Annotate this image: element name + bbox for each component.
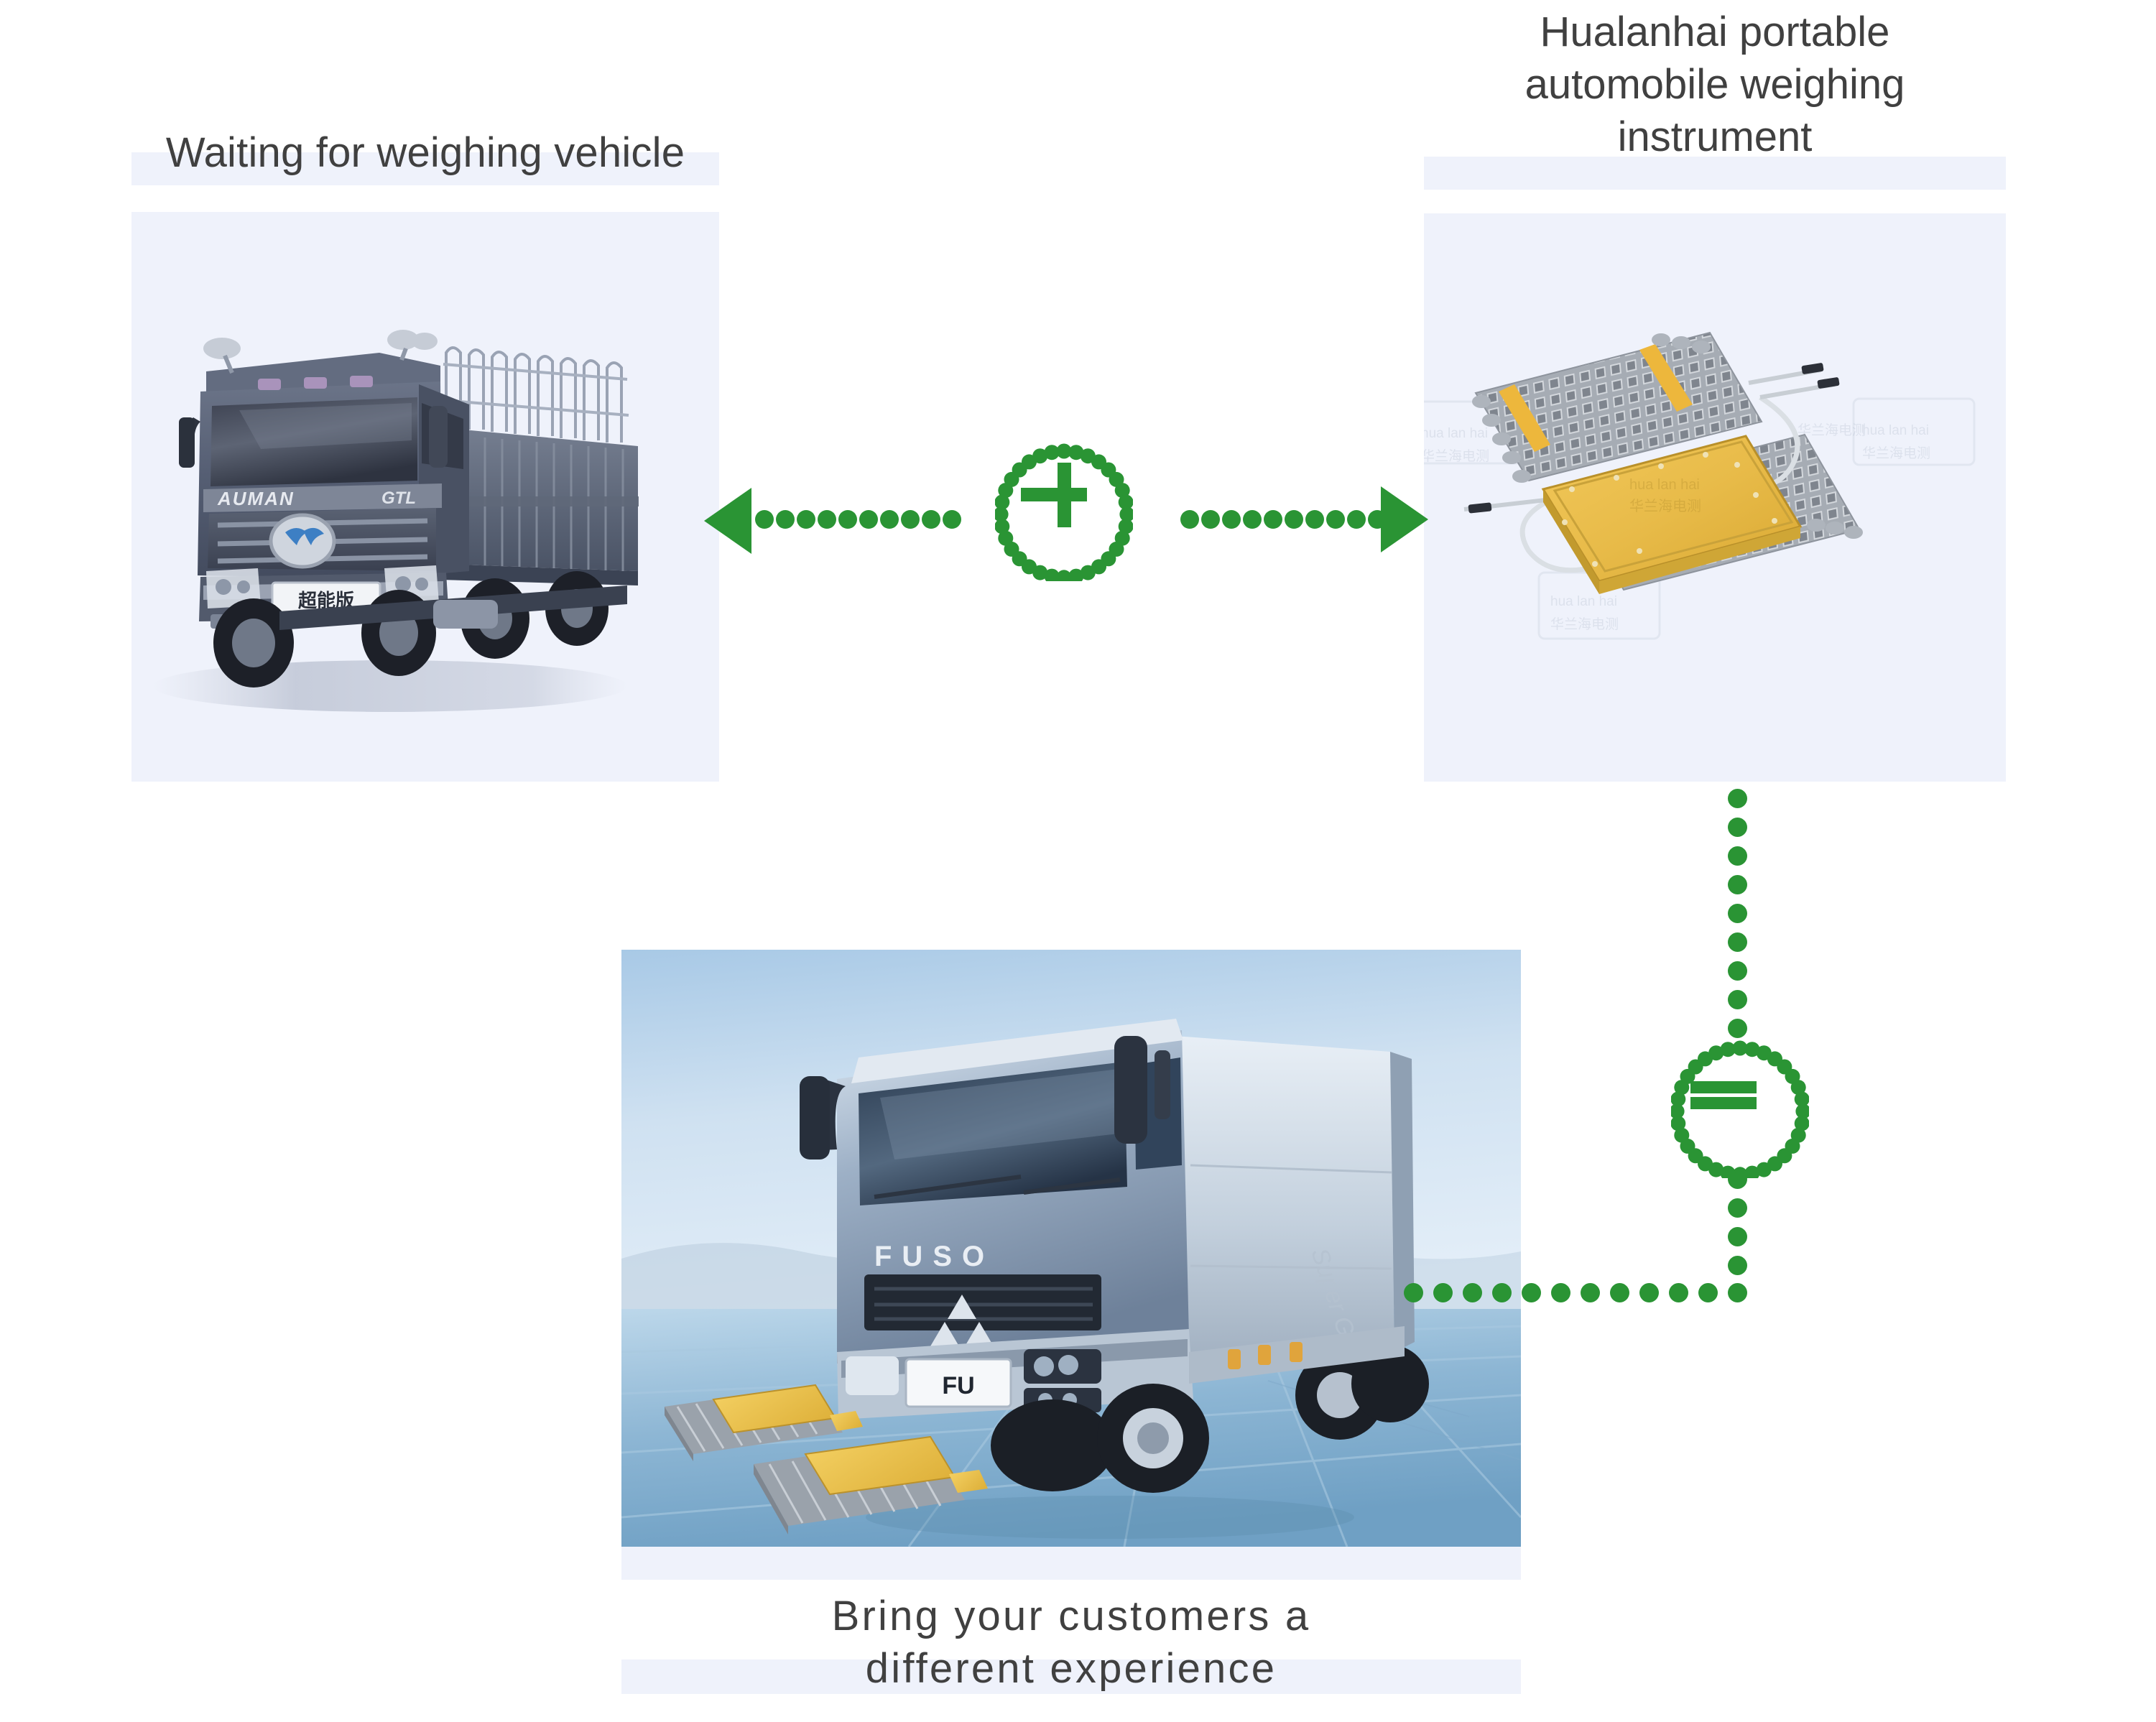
waiting-vehicle-panel: AUMAN GTL 超能版: [131, 212, 719, 782]
weighing-in-action-panel: Super Great FUSO: [621, 950, 1521, 1547]
bottom-label-band: [621, 1659, 1521, 1694]
connector-dot: [1610, 1283, 1629, 1302]
connector-dot: [1728, 1019, 1747, 1038]
svg-text:华兰海电测: 华兰海电测: [1424, 448, 1489, 464]
connector-dot: [1728, 932, 1747, 952]
arrowhead-right-icon: [1381, 486, 1428, 552]
right-label-band: [1424, 157, 2006, 190]
fuso-truck-on-weighing-pads-illustration: Super Great FUSO: [621, 950, 1521, 1547]
connector-dot: [1285, 510, 1303, 529]
bottom-image-band: [621, 1547, 1521, 1580]
equals-glyph: [1690, 1081, 1757, 1109]
connector-dot: [1728, 990, 1747, 1009]
connector-dot: [1728, 1283, 1747, 1302]
connector-dot: [943, 510, 961, 529]
connector-dot: [1305, 510, 1324, 529]
connector-dot: [1492, 1283, 1512, 1302]
connector-dot: [1180, 510, 1199, 529]
svg-text:华兰海电测: 华兰海电测: [1798, 422, 1866, 438]
connector-dot: [880, 510, 899, 529]
connector-dot: [755, 510, 774, 529]
connector-dot: [797, 510, 815, 529]
connector-dot: [1728, 904, 1747, 923]
connector-dot: [1433, 1283, 1453, 1302]
portable-weighing-pad-illustration: hua lan hai 华兰海电测 hua lan hai 华兰海电测 hua …: [1424, 331, 1976, 640]
connector-dot: [1551, 1283, 1570, 1302]
svg-text:华兰海电测: 华兰海电测: [1550, 616, 1619, 632]
connector-dot: [1463, 1283, 1482, 1302]
left-label-band: [131, 152, 719, 185]
connector-dot: [922, 510, 940, 529]
connector-dot: [1522, 1283, 1541, 1302]
connector-dot: [1264, 510, 1282, 529]
connector-dot: [1243, 510, 1262, 529]
connector-dot: [1669, 1283, 1688, 1302]
connector-dot: [1404, 1283, 1423, 1302]
connector-dot: [1728, 818, 1747, 837]
connector-dot: [776, 510, 795, 529]
svg-text:AUMAN: AUMAN: [217, 488, 295, 509]
connector-dot: [1728, 789, 1747, 808]
connector-dot: [901, 510, 920, 529]
svg-text:hua lan hai: hua lan hai: [1862, 423, 1929, 438]
dotted-ring: [1669, 1040, 1811, 1182]
bottom-panel-label: Bring your customers a different experie…: [831, 1593, 1311, 1693]
svg-text:hua lan hai: hua lan hai: [1424, 426, 1488, 441]
connector-dot: [1728, 846, 1747, 866]
connector-dot: [859, 510, 878, 529]
connector-dot: [1728, 961, 1747, 981]
connector-dot: [838, 510, 857, 529]
connector-dot: [818, 510, 836, 529]
connector-dot: [1581, 1283, 1600, 1302]
left-panel-label: Waiting for weighing vehicle: [165, 129, 685, 176]
plus-glyph: [1021, 463, 1087, 527]
connector-dot: [1728, 1227, 1747, 1246]
svg-text:GTL: GTL: [381, 489, 416, 508]
plus-operator: [993, 443, 1135, 585]
arrowhead-left-icon: [704, 488, 751, 554]
svg-text:hua lan hai: hua lan hai: [1629, 477, 1700, 493]
equals-operator: [1669, 1040, 1811, 1182]
connector-dot: [1222, 510, 1241, 529]
connector-dot: [1728, 875, 1747, 894]
connector-dot: [1728, 1256, 1747, 1275]
svg-text:FU: FU: [942, 1372, 974, 1399]
connector-dot: [1326, 510, 1345, 529]
dotted-ring: [993, 443, 1135, 585]
svg-text:华兰海电测: 华兰海电测: [1629, 498, 1701, 514]
connector-dot: [1698, 1283, 1718, 1302]
svg-text:hua lan hai: hua lan hai: [1550, 594, 1617, 609]
weighing-pad-panel: hua lan hai 华兰海电测 hua lan hai 华兰海电测 hua …: [1424, 213, 2006, 782]
connector-dot: [1201, 510, 1220, 529]
svg-text:FUSO: FUSO: [874, 1241, 994, 1272]
connector-dot: [1639, 1283, 1659, 1302]
svg-text:华兰海电测: 华兰海电测: [1862, 445, 1930, 461]
right-panel-label: Hualanhai portable automobile weighing i…: [1525, 9, 1905, 161]
connector-dot: [1728, 1198, 1747, 1218]
connector-dot: [1347, 510, 1366, 529]
auman-truck-illustration: AUMAN GTL 超能版: [153, 330, 639, 712]
